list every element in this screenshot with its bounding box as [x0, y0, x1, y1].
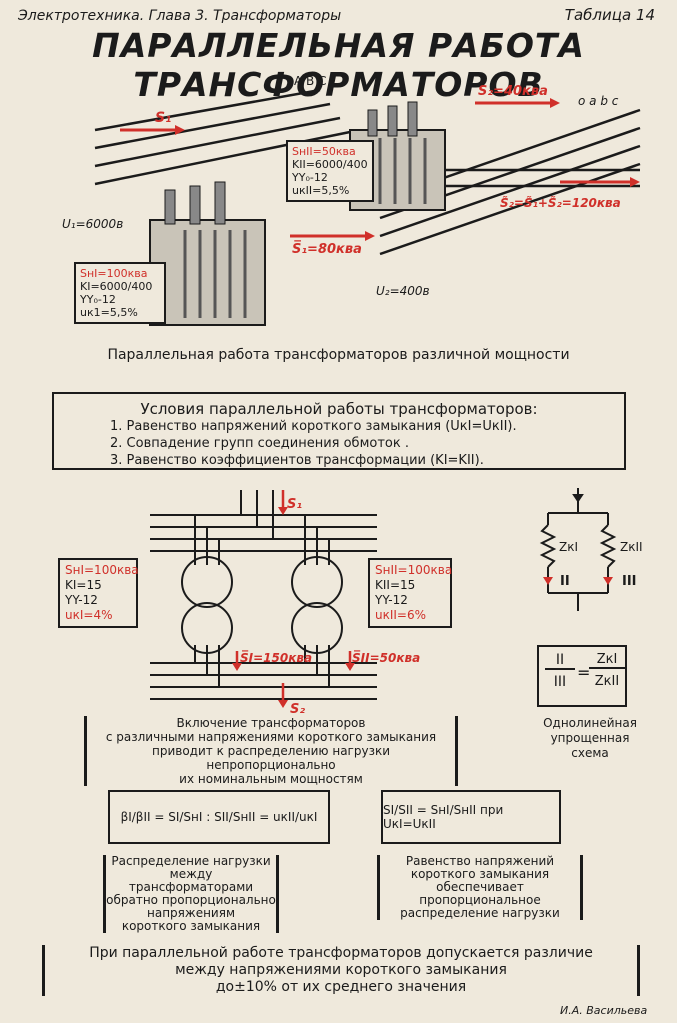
ratio-num: ZкI [589, 652, 625, 669]
caption-line: Равенство напряжений [405, 854, 555, 868]
hv-phase-labels: A B C [294, 74, 327, 88]
transformer-coils [181, 556, 343, 654]
spec-line: SнI=100ква [65, 563, 139, 577]
condition-item: 2. Совпадение групп соединения обмоток . [110, 436, 409, 451]
current-ratio-formula: II III = ZкI ZкII [537, 645, 627, 707]
caption-line: между трансформаторами [128, 867, 254, 894]
formula2-caption: Равенство напряжений короткого замыкания… [377, 855, 583, 920]
s2-top-label: S₂=40ква [478, 84, 548, 99]
caption-line: пропорциональное [419, 893, 541, 907]
transformer-2-spec: SнII=50ква KII=6000/400 YY₀-12 uкII=5,5% [286, 140, 374, 202]
footer-note: При параллельной работе трансформаторов … [42, 945, 640, 996]
caption-line: Включение трансформаторов [176, 716, 366, 730]
caption-line: обратно пропорционально [106, 893, 276, 907]
spec-line: KI=15 [65, 578, 102, 592]
i1-label: II [560, 574, 570, 589]
spec-line: KII=6000/400 [292, 158, 368, 171]
spec-line: YY-12 [65, 593, 98, 607]
spec-line: SнII=100ква [375, 563, 453, 577]
equiv-caption: Однолинейная упрощенная схема [520, 716, 660, 761]
caption-line: Распределение нагрузки [111, 854, 271, 868]
flow-right-label: S̅II=50ква [352, 651, 421, 665]
note-line: При параллельной работе трансформаторов … [89, 945, 593, 961]
transformer-1-spec: SнI=100ква KI=6000/400 YY₀-12 uк1=5,5% [74, 262, 166, 324]
caption-line: распределение нагрузки [400, 906, 560, 920]
note-line: между напряжениями короткого замыкания [175, 962, 507, 978]
conditions-title: Условия параллельной работы трансформато… [140, 400, 538, 418]
lv-phase-labels: o a b c [578, 94, 619, 108]
u1-label: U₁=6000в [62, 217, 124, 231]
caption-line: их номинальным мощностям [179, 772, 363, 786]
caption-line: приводит к распределению нагрузки непроп… [152, 744, 390, 772]
i2-label: III [622, 574, 637, 589]
spec-line: SнII=50ква [292, 145, 356, 158]
condition-item: 3. Равенство коэффициентов трансформации… [110, 453, 484, 468]
spec-line: uкII=6% [375, 608, 427, 622]
caption-line: схема [571, 746, 609, 760]
formula-load-distribution: βI/βII = SI/SнI : SII/SнII = uкII/uкI [108, 790, 330, 844]
right-transformer-spec: SнII=100ква KII=15 YY-12 uкII=6% [368, 558, 452, 628]
mid-s2-label: S₂ [290, 702, 306, 717]
caption-line: упрощенная [550, 731, 630, 745]
spec-line: YY₀-12 [292, 171, 328, 184]
ratio-den: ZкII [594, 674, 620, 689]
equivalent-circuit [539, 488, 617, 611]
table-number: Таблица 14 [564, 6, 655, 24]
top-caption: Параллельная работа трансформаторов разл… [107, 347, 570, 363]
spec-line: KII=15 [375, 578, 416, 592]
ratio-den: III [553, 674, 567, 690]
formula-proportional: SI/SII = SнI/SнII при UкI=UкII [381, 790, 561, 844]
s1-label: S₁ [155, 110, 172, 126]
wiring-diagram [150, 490, 377, 708]
author: И.А. Васильева [560, 1004, 648, 1017]
caption-line: с различными напряжениями короткого замы… [105, 730, 437, 744]
mid-s1-label: S₁ [287, 497, 303, 512]
power-arrows [120, 98, 640, 241]
page-title: ПАРАЛЛЕЛЬНАЯ РАБОТА ТРАНСФОРМАТОРОВ [92, 26, 585, 104]
spec-line: uк1=5,5% [80, 306, 138, 319]
caption-line: короткого замыкания [410, 867, 550, 881]
spec-line: uкII=5,5% [292, 184, 350, 197]
spec-line: YY-12 [375, 593, 408, 607]
note-line: до±10% от их среднего значения [215, 979, 467, 995]
spec-line: KI=6000/400 [80, 280, 153, 293]
caption-line: напряжениям [147, 906, 235, 920]
s1-flow-label: S̅₁=80ква [292, 242, 362, 257]
s2-total-label: S̃₂=S̃₁+S̃₂=120ква [500, 196, 621, 210]
conditions-box: Условия параллельной работы трансформато… [52, 392, 626, 470]
header-subject: Электротехника. Глава 3. Трансформаторы [18, 8, 342, 24]
equals-sign: = [577, 663, 591, 682]
formula1-caption: Распределение нагрузки между трансформат… [103, 855, 279, 933]
mid-caption: Включение трансформаторов с различными н… [84, 716, 458, 786]
spec-line: SнI=100ква [80, 267, 148, 280]
caption-line: Однолинейная [543, 716, 637, 730]
flow-left-label: S̅I=150ква [240, 651, 313, 665]
zk2-label: ZкII [620, 540, 643, 554]
u2-label: U₂=400в [376, 284, 430, 298]
spec-line: uкI=4% [65, 608, 113, 622]
spec-line: YY₀-12 [80, 293, 116, 306]
mid-arrows [235, 490, 352, 703]
caption-line: короткого замыкания [121, 919, 261, 933]
transformer-1 [149, 181, 266, 326]
left-transformer-spec: SнI=100ква KI=15 YY-12 uкI=4% [58, 558, 139, 628]
caption-line: обеспечивает [436, 880, 524, 894]
ratio-num: II [545, 652, 575, 670]
condition-item: 1. Равенство напряжений короткого замыка… [110, 419, 517, 434]
zk1-label: ZкI [559, 540, 579, 554]
